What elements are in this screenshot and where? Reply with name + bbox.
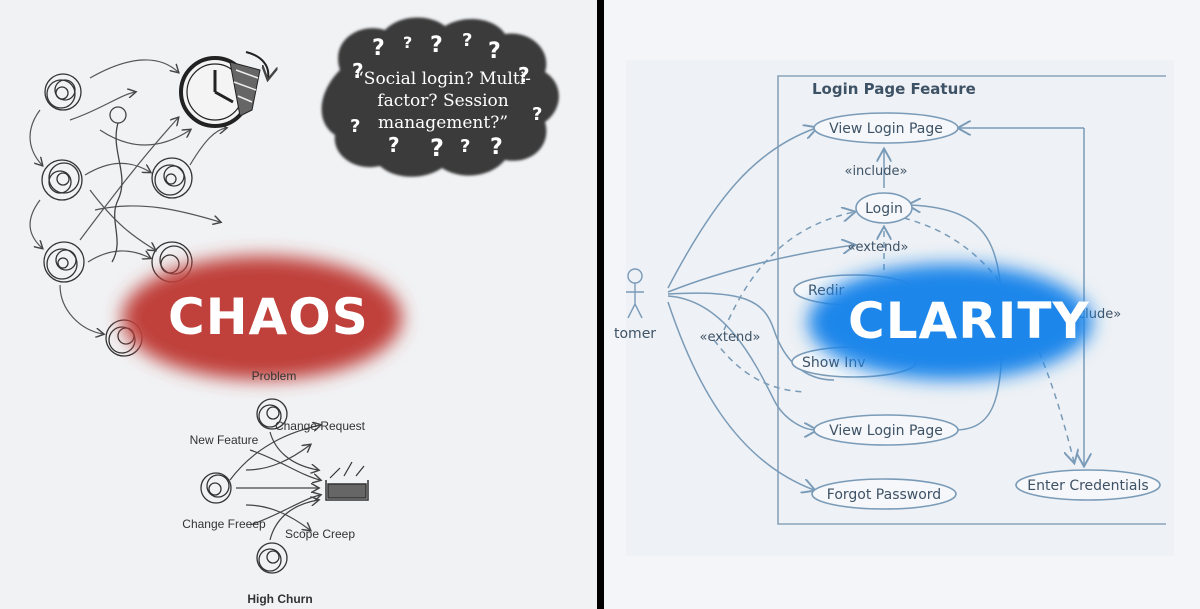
- svg-text:?: ?: [430, 33, 443, 58]
- connections: [667, 128, 1084, 490]
- svg-text:?: ?: [372, 36, 385, 61]
- scope-creep-label: Scope Creep: [285, 527, 355, 541]
- question-cloud: ? ? ? ? ? ? ? ? ? ? ? ? ?: [321, 17, 559, 177]
- uc-view-login-bottom-label: View Login Page: [829, 423, 943, 439]
- uc-view-login-bottom: [813, 414, 959, 446]
- swirl-figure: [109, 106, 127, 263]
- system-boundary: [777, 75, 1166, 525]
- clarity-panel: Login Page Feature tomer: [604, 0, 1200, 609]
- svg-text:?: ?: [518, 63, 530, 87]
- svg-text:?: ?: [352, 59, 364, 83]
- uc-view-login-top-label: View Login Page: [829, 121, 943, 137]
- svg-text:?: ?: [488, 39, 501, 64]
- cloud-quote: “Social login? Multi-factor? Session man…: [355, 69, 531, 133]
- chaos-sketch: ? ? ? ? ? ? ? ? ? ? ? ? ?: [29, 17, 559, 606]
- svg-text:?: ?: [460, 136, 470, 157]
- uc-view-login-top: [813, 112, 959, 144]
- svg-text:?: ?: [430, 134, 444, 162]
- svg-text:?: ?: [532, 104, 542, 125]
- svg-text:?: ?: [403, 33, 412, 52]
- svg-text:?: ?: [388, 133, 400, 157]
- high-churn-label: High Churn: [247, 592, 312, 606]
- stereotype-extend-left: «extend»: [700, 330, 761, 345]
- clarity-label: CLARITY: [848, 292, 1090, 350]
- uc-enter-credentials-label: Enter Credentials: [1027, 478, 1148, 494]
- overflow-box-icon: [325, 461, 369, 501]
- clock-icon: [179, 51, 268, 128]
- system-title: Login Page Feature: [812, 80, 976, 98]
- uc-forgot-password: [811, 478, 957, 510]
- clarity-blob: [808, 264, 1092, 380]
- knot-9: [256, 542, 288, 574]
- knot-4: [43, 241, 85, 283]
- stereotype-extend-mid: «extend»: [848, 240, 909, 255]
- svg-text:?: ?: [490, 135, 503, 160]
- tangled-arrows: [29, 59, 226, 334]
- stereotype-include-top: «include»: [844, 164, 907, 179]
- question-marks: ? ? ? ? ? ? ? ? ? ? ? ? ?: [350, 30, 542, 162]
- uc-login-label: Login: [865, 201, 903, 217]
- uc-enter-credentials: [1015, 469, 1161, 501]
- knot-8: [200, 472, 232, 504]
- flow-arrows: [229, 425, 320, 541]
- uc-forgot-password-label: Forgot Password: [827, 487, 941, 503]
- scribble-knots: [41, 73, 288, 574]
- knot-1: [44, 73, 82, 111]
- change-freeze-label: Change Freeep: [182, 517, 266, 531]
- chaos-panel: ? ? ? ? ? ? ? ? ? ? ? ? ?: [0, 0, 597, 609]
- knot-7: [256, 398, 288, 430]
- knot-3: [151, 157, 193, 199]
- actor-icon: [626, 268, 644, 319]
- knot-2: [41, 159, 83, 201]
- chaos-blob: [122, 256, 402, 380]
- actor-label: tomer: [614, 326, 656, 342]
- svg-text:?: ?: [462, 30, 472, 51]
- svg-text:?: ?: [350, 116, 360, 137]
- use-case-diagram: Login Page Feature tomer: [614, 60, 1174, 556]
- chaos-label: CHAOS: [168, 288, 369, 346]
- new-feature-label: New Feature: [190, 433, 259, 447]
- uc-login: [855, 192, 913, 224]
- problem-label: Problem: [252, 369, 297, 383]
- change-request-label: Change Request: [275, 419, 366, 433]
